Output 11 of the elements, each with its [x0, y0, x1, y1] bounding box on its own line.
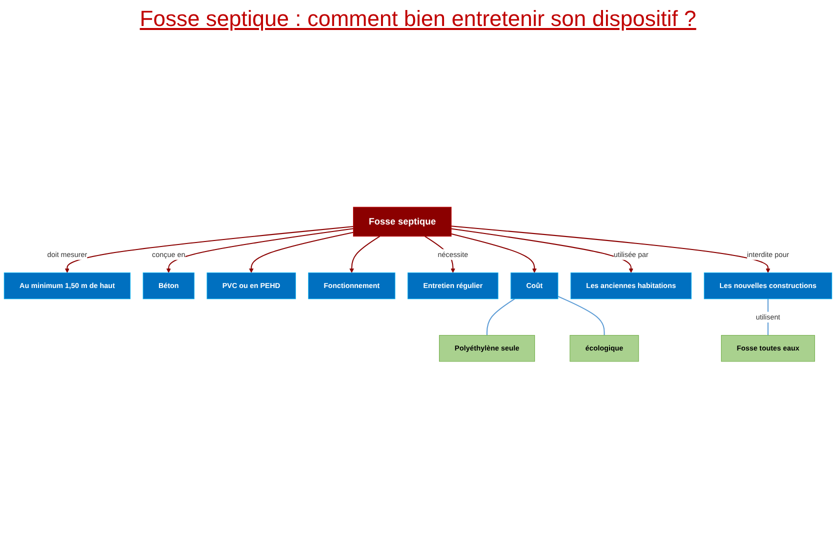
connector — [558, 296, 605, 335]
arrow — [166, 228, 354, 273]
arrow — [451, 233, 537, 273]
arrow — [349, 236, 380, 273]
diagram-title: Fosse septique : comment bien entretenir son dispositif ? — [138, 6, 698, 32]
arrow — [249, 232, 354, 273]
node-box: Fosse septique — [353, 206, 452, 236]
arrow — [451, 228, 634, 273]
connector — [486, 298, 515, 335]
arrow — [64, 226, 354, 273]
arrow — [451, 225, 770, 273]
